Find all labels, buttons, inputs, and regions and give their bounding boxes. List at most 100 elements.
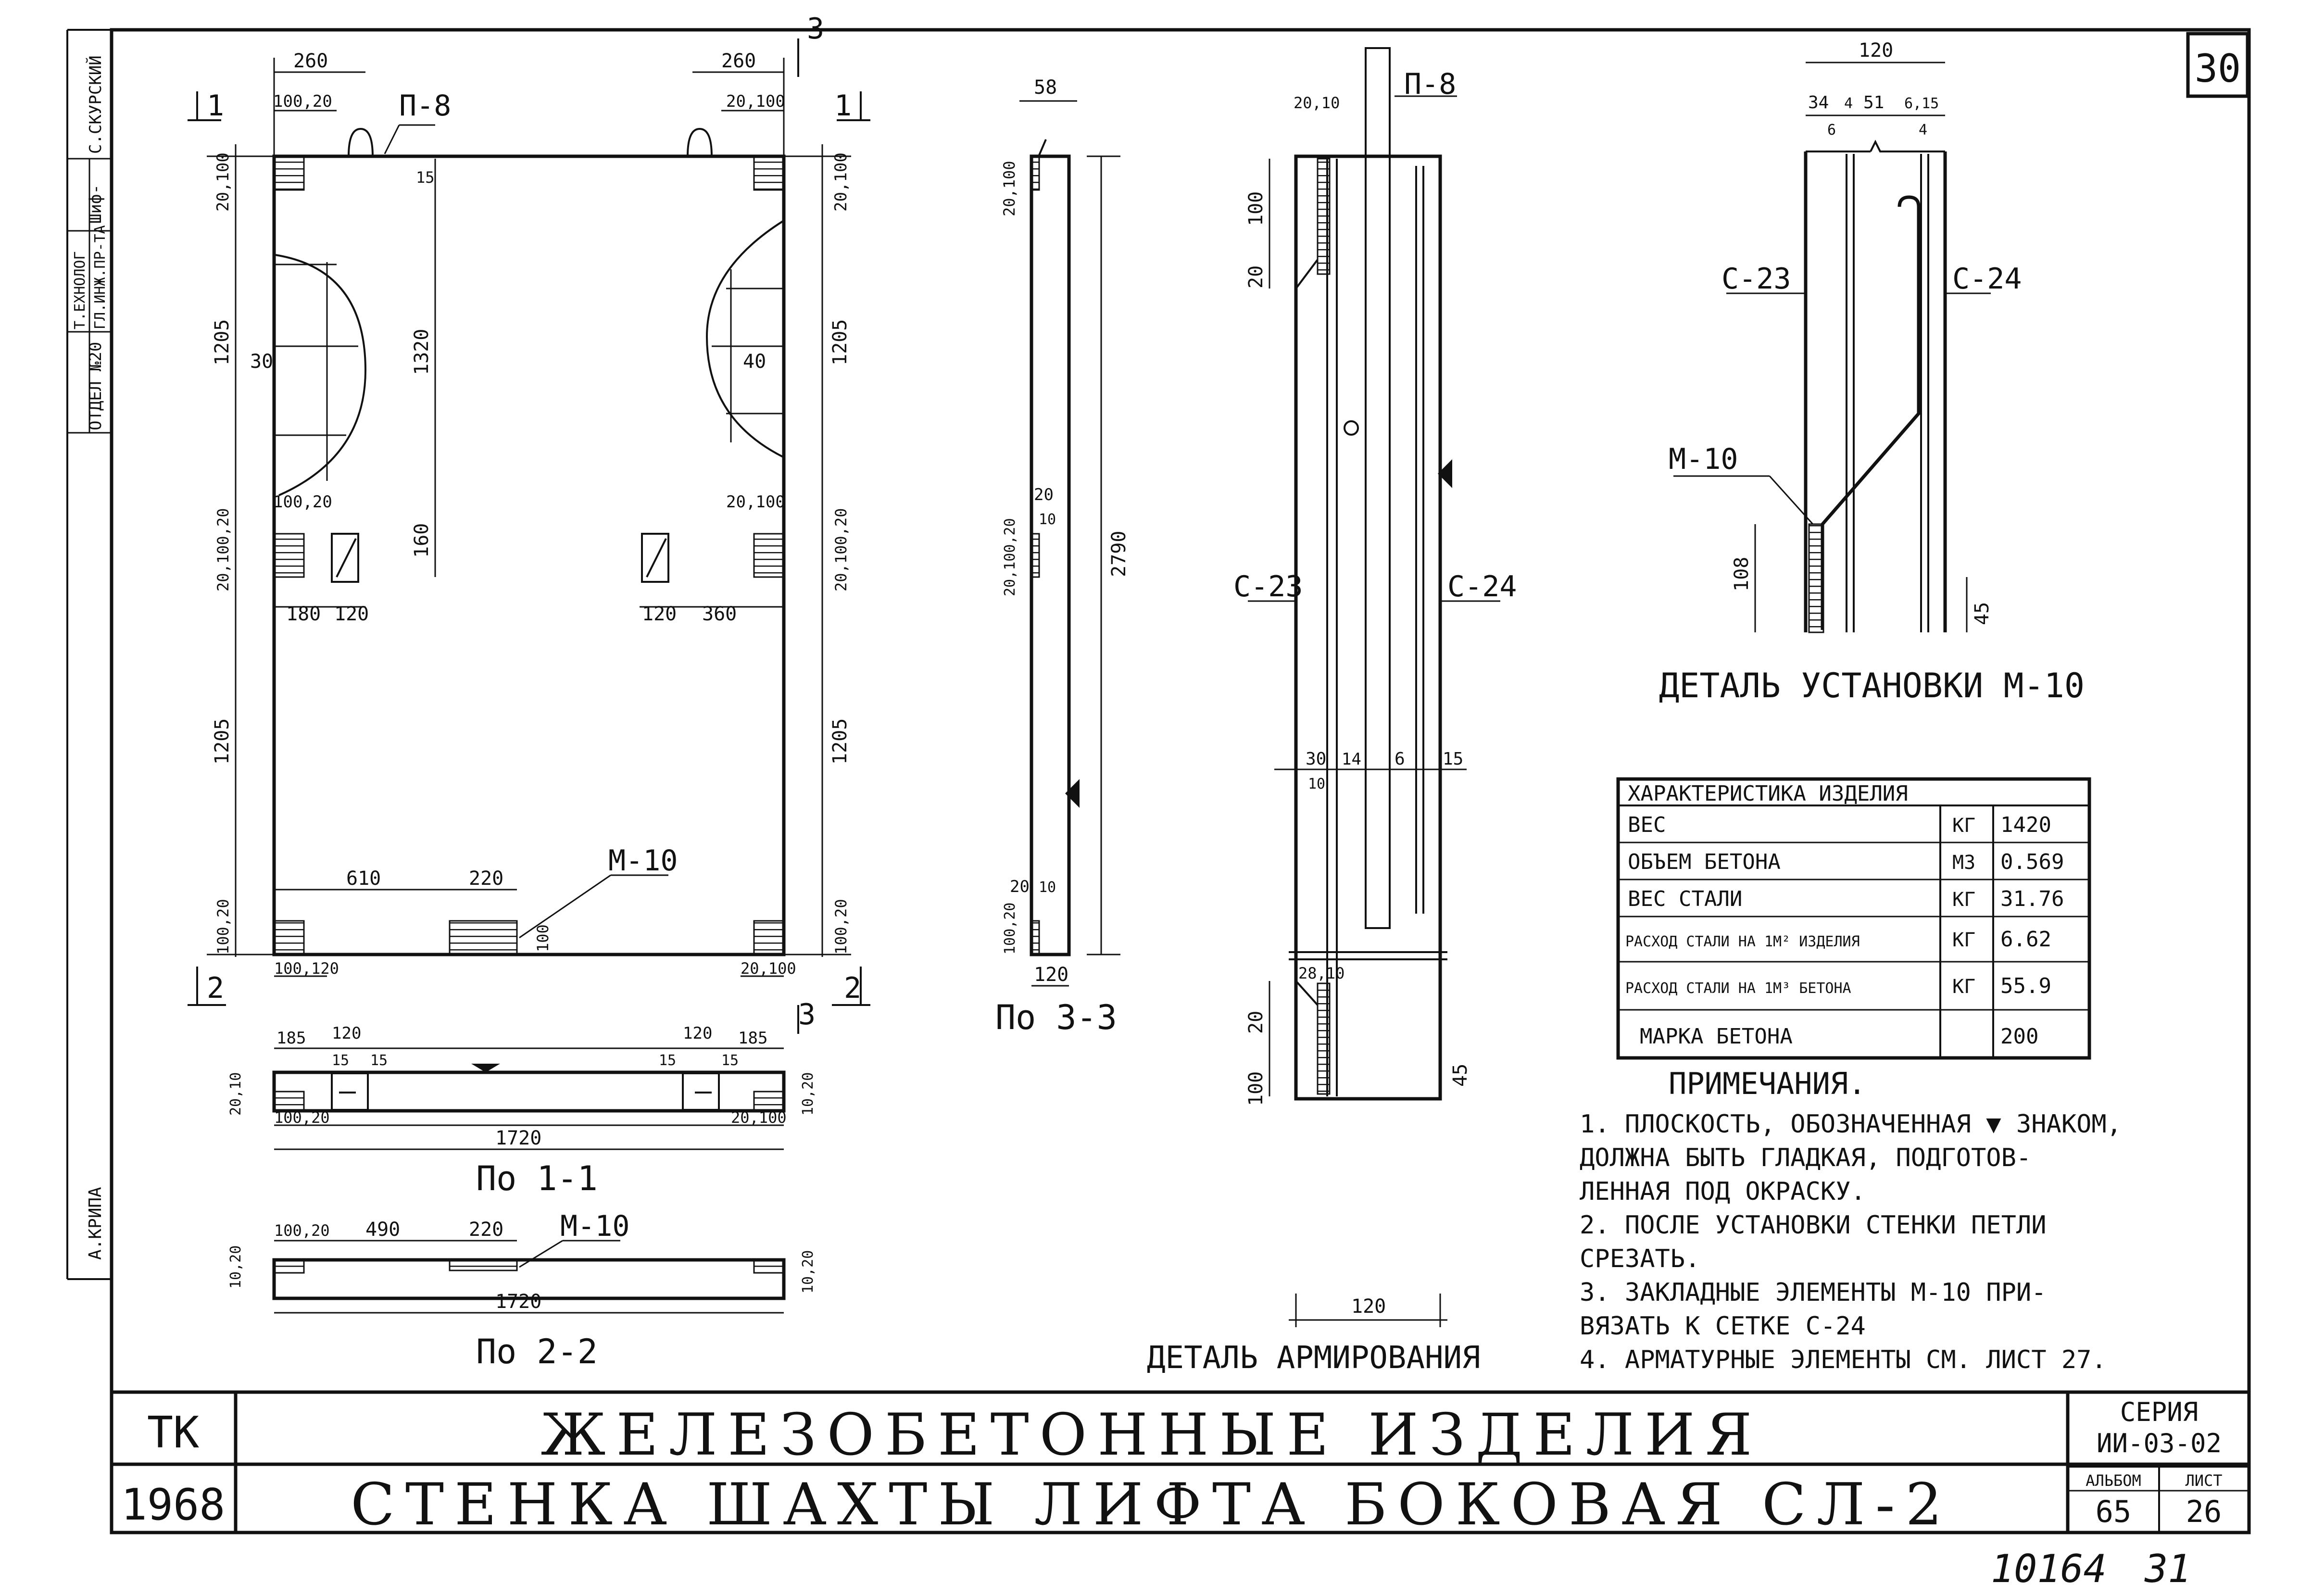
notes: ПРИМЕЧАНИЯ. 1. ПЛОСКОСТЬ, ОБОЗНАЧЕННАЯ ▼…	[1580, 1066, 2122, 1374]
svg-text:31: 31	[2144, 1546, 2191, 1591]
section-3-3: 58 20,100 20 10 20,100,20 2790 20 10 100…	[995, 76, 1130, 1037]
svg-text:3: 3	[798, 998, 816, 1031]
svg-text:КГ: КГ	[1952, 976, 1975, 998]
svg-text:120: 120	[642, 603, 677, 625]
svg-text:2. ПОСЛЕ УСТАНОВКИ СТЕНКИ ПЕТЛ: 2. ПОСЛЕ УСТАНОВКИ СТЕНКИ ПЕТЛИ	[1580, 1211, 2047, 1240]
sheet-frame	[66, 28, 2251, 1534]
note-line: 1. ПЛОСКОСТЬ, ОБОЗНАЧЕННАЯ ▼ ЗНАКОМ,	[1580, 1110, 2122, 1139]
album-value: 65	[2096, 1494, 2132, 1529]
svg-text:200: 200	[2000, 1024, 2038, 1049]
dim-260-right: 260	[721, 50, 756, 72]
svg-text:160: 160	[411, 523, 433, 558]
svg-text:КГ: КГ	[1952, 889, 1975, 911]
svg-text:40: 40	[743, 351, 766, 373]
svg-text:3: 3	[807, 12, 824, 46]
svg-text:100,20: 100,20	[274, 1221, 330, 1240]
label-mesh-c24: С-24	[1447, 570, 1517, 603]
archive-stamp: 10164 31	[1991, 1546, 2191, 1591]
svg-text:30: 30	[2195, 46, 2241, 91]
lifting-loop-left	[348, 127, 374, 157]
svg-text:58: 58	[1034, 76, 1057, 99]
svg-text:100,20: 100,20	[273, 492, 332, 512]
m10-installation-detail: 120 34 4 51 6,15 6 4 С-23 С-24 М-10 108 …	[1659, 39, 2085, 705]
svg-text:20,10: 20,10	[227, 1072, 244, 1116]
svg-text:С-24: С-24	[1952, 262, 2022, 296]
svg-text:100,120: 100,120	[274, 959, 339, 978]
svg-text:4. АРМАТУРНЫЕ ЭЛЕМЕНТЫ СМ. ЛИС: 4. АРМАТУРНЫЕ ЭЛЕМЕНТЫ СМ. ЛИСТ 27.	[1580, 1345, 2107, 1374]
svg-text:10,20: 10,20	[227, 1245, 244, 1289]
spec-table-title: ХАРАКТЕРИСТИКА ИЗДЕЛИЯ	[1628, 781, 1908, 806]
svg-text:20,100: 20,100	[726, 92, 785, 111]
embed-plate-ml	[274, 533, 305, 578]
side-stamp-dept: ОТДЕЛ №20	[86, 342, 105, 430]
svg-text:20: 20	[1245, 1011, 1267, 1034]
svg-text:15: 15	[659, 1052, 676, 1069]
svg-text:1205: 1205	[211, 718, 233, 765]
svg-text:20,100: 20,100	[726, 492, 785, 512]
svg-text:10: 10	[1308, 776, 1325, 792]
svg-text:М-10: М-10	[1669, 442, 1738, 476]
year: 1968	[121, 1480, 226, 1530]
svg-text:2: 2	[844, 971, 861, 1005]
svg-text:4: 4	[1919, 122, 1927, 138]
svg-text:4: 4	[1844, 95, 1853, 112]
svg-text:100,20: 100,20	[214, 899, 232, 955]
svg-text:М-10: М-10	[560, 1209, 630, 1243]
svg-text:34: 34	[1808, 93, 1829, 113]
side-stamp-role2: ГЛ.ИНЖ.ПР-ТА	[92, 225, 109, 329]
svg-text:220: 220	[469, 1219, 503, 1241]
spec-row-name: ВЕС	[1628, 813, 1666, 837]
svg-text:1320: 1320	[411, 329, 433, 375]
svg-text:М3: М3	[1952, 852, 1975, 874]
svg-text:100: 100	[534, 924, 552, 952]
svg-text:1720: 1720	[495, 1291, 541, 1313]
svg-text:3. ЗАКЛАДНЫЕ ЭЛЕМЕНТЫ М-10 ПРИ: 3. ЗАКЛАДНЫЕ ЭЛЕМЕНТЫ М-10 ПРИ-	[1580, 1278, 2047, 1307]
svg-text:ЛИСТ: ЛИСТ	[2185, 1471, 2222, 1490]
svg-text:6: 6	[1395, 749, 1405, 769]
svg-text:КГ: КГ	[1952, 929, 1975, 951]
svg-text:31.76: 31.76	[2000, 887, 2064, 911]
side-stamp-role1: Т.ЕХНОЛОГ	[72, 251, 88, 329]
svg-text:45: 45	[1449, 1064, 1471, 1087]
side-stamp-sign: Шиф-	[86, 184, 105, 224]
svg-text:100,20: 100,20	[832, 899, 850, 955]
svg-text:100: 100	[1245, 191, 1267, 226]
svg-text:10,20: 10,20	[800, 1072, 817, 1116]
svg-text:20,100: 20,100	[1000, 161, 1018, 216]
svg-text:15: 15	[332, 1052, 349, 1069]
embed-plate-bl	[274, 920, 305, 955]
section-1-1-caption: По 1-1	[476, 1159, 598, 1198]
svg-text:20,100: 20,100	[731, 1108, 787, 1127]
side-stamp-name1: С.СКУРСКИЙ	[86, 55, 105, 154]
svg-text:ВЯЗАТЬ К СЕТКЕ С-24: ВЯЗАТЬ К СЕТКЕ С-24	[1580, 1312, 1866, 1341]
svg-text:120: 120	[332, 1024, 361, 1043]
title-block: ТК 1968 ЖЕЛЕЗОБЕТОННЫЕ ИЗДЕЛИЯ СТЕНКА ША…	[112, 1390, 2249, 1538]
svg-text:120: 120	[1859, 39, 1893, 62]
svg-text:КГ: КГ	[1952, 815, 1975, 837]
dim-260-left: 260	[293, 50, 328, 72]
svg-text:20: 20	[1034, 485, 1054, 504]
svg-text:14: 14	[1342, 750, 1361, 769]
lifting-loop-right	[687, 127, 713, 157]
svg-text:1: 1	[207, 89, 224, 123]
svg-text:55.9: 55.9	[2000, 974, 2051, 998]
svg-text:610: 610	[346, 867, 381, 890]
svg-text:120: 120	[1034, 964, 1068, 986]
svg-text:20,100: 20,100	[741, 959, 796, 978]
svg-text:10: 10	[1039, 511, 1056, 528]
svg-text:100,20: 100,20	[273, 92, 332, 111]
svg-text:28,10: 28,10	[1298, 964, 1344, 982]
svg-text:15: 15	[1443, 749, 1463, 769]
svg-text:20,100,20: 20,100,20	[1002, 518, 1018, 596]
svg-text:С-23: С-23	[1721, 262, 1791, 296]
svg-text:120: 120	[334, 603, 369, 625]
svg-text:СЕРИЯ: СЕРИЯ	[2120, 1397, 2199, 1427]
svg-text:15: 15	[370, 1052, 388, 1069]
svg-text:10: 10	[1039, 879, 1056, 896]
svg-text:20,100,20: 20,100,20	[214, 508, 232, 591]
svg-text:490: 490	[365, 1219, 400, 1241]
svg-text:51: 51	[1863, 93, 1884, 113]
svg-text:15: 15	[416, 168, 435, 187]
reinforcement-caption: ДЕТАЛЬ АРМИРОВАНИЯ	[1147, 1340, 1481, 1376]
